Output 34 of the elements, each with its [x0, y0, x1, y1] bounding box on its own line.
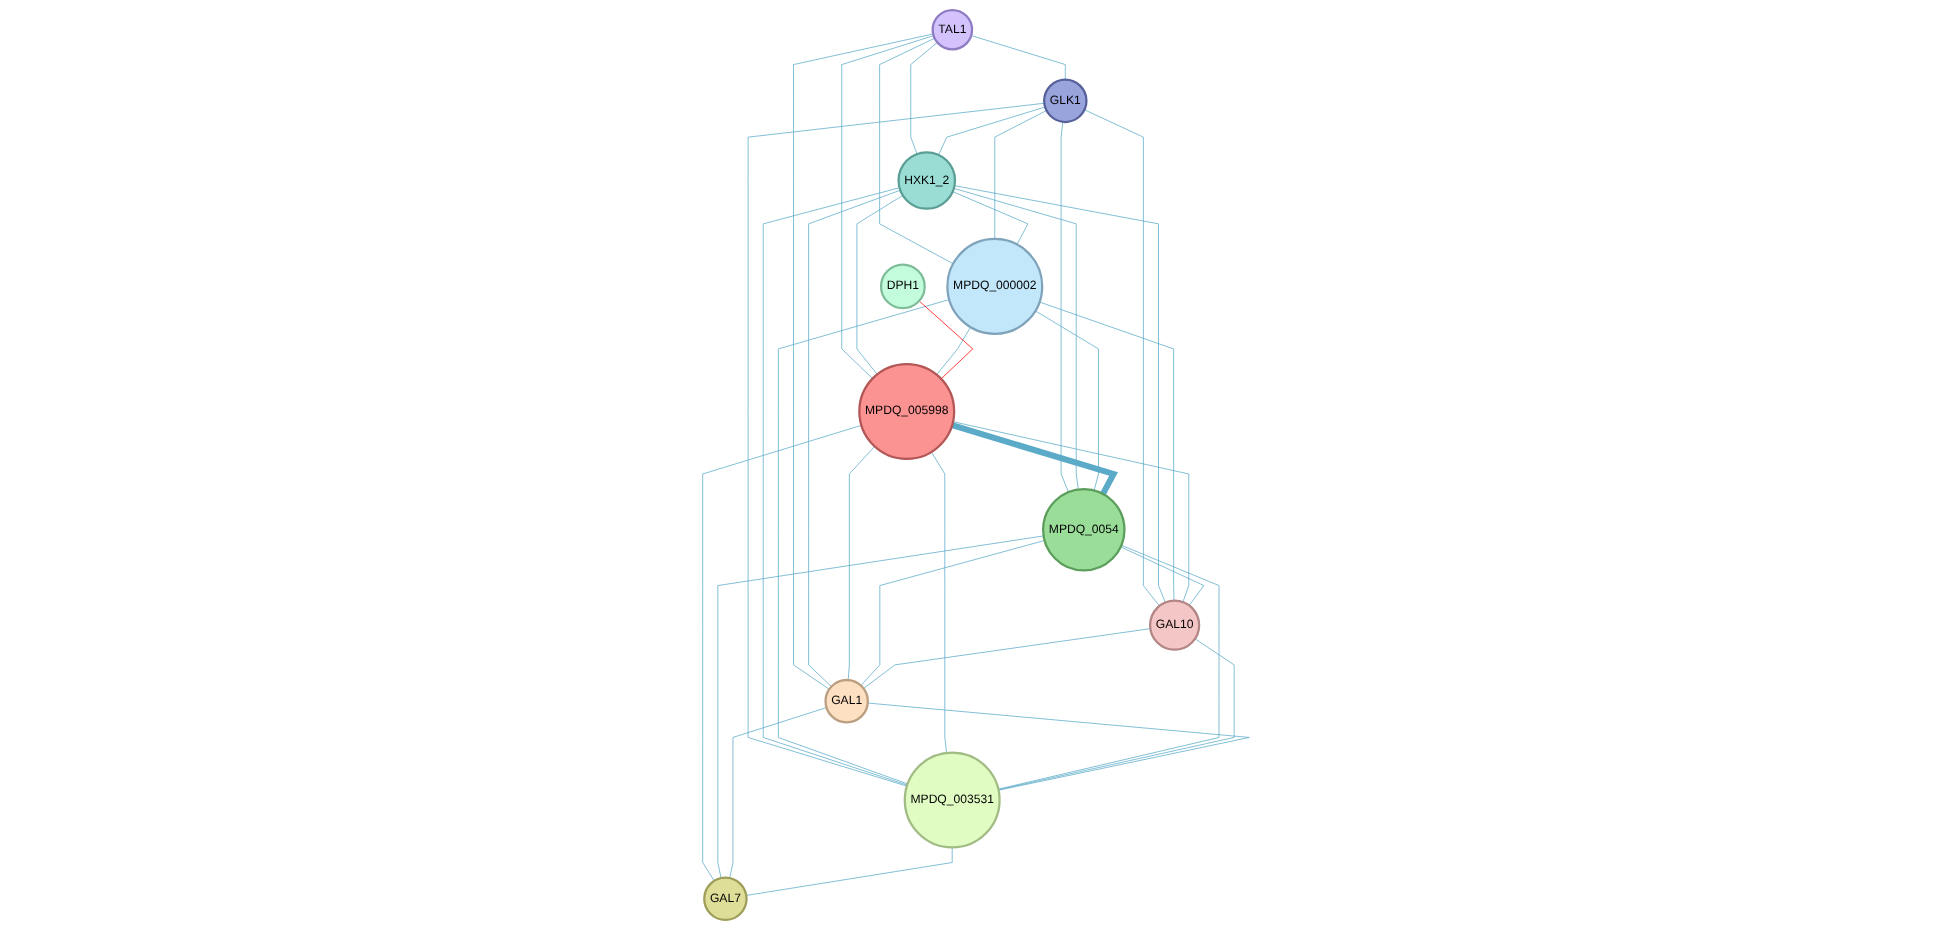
connector — [998, 638, 1235, 791]
connector — [841, 35, 934, 379]
connector — [847, 446, 876, 681]
connector — [952, 191, 1029, 245]
connector — [1060, 121, 1069, 493]
connector — [793, 33, 934, 690]
connector — [954, 185, 1166, 603]
connector — [860, 540, 1045, 686]
connector — [729, 707, 827, 879]
connector — [702, 424, 862, 882]
connector — [931, 451, 947, 754]
connector — [1039, 301, 1175, 602]
connector — [808, 189, 901, 687]
connector — [910, 42, 938, 155]
connector — [879, 37, 954, 265]
connector — [747, 102, 1045, 787]
connector — [938, 106, 1046, 156]
connector — [951, 422, 1118, 496]
connector — [863, 628, 1151, 689]
connector — [778, 299, 950, 785]
connector — [745, 847, 953, 896]
connector — [1120, 546, 1205, 606]
connector — [1035, 310, 1099, 491]
connector — [994, 110, 1047, 240]
connector — [1084, 109, 1160, 607]
connector — [867, 702, 1250, 791]
connector — [970, 35, 1066, 81]
connector — [936, 326, 971, 376]
connector — [856, 195, 904, 375]
connector — [717, 535, 1044, 879]
connector — [997, 544, 1220, 790]
connector — [953, 188, 1079, 490]
connector — [952, 421, 1190, 603]
connector — [762, 187, 908, 786]
